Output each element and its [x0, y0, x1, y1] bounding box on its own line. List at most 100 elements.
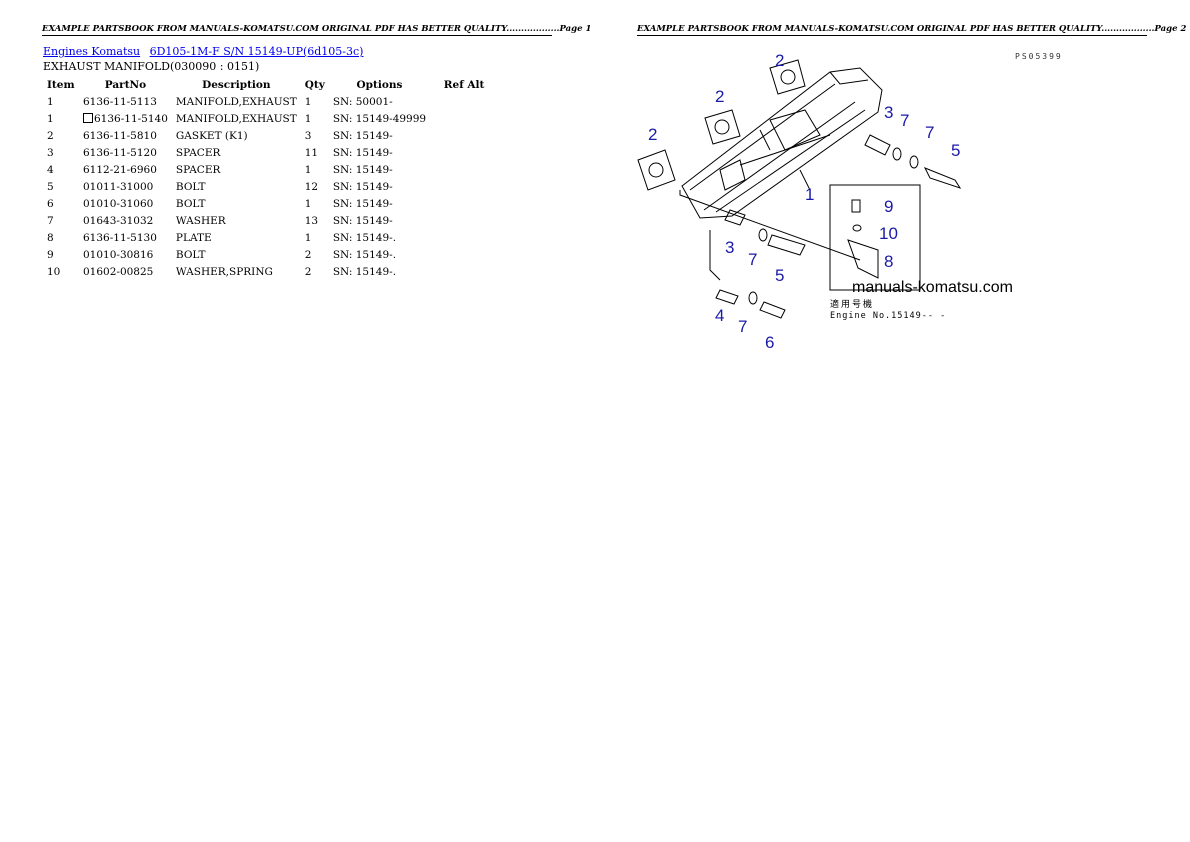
- cell-qty: 1: [301, 229, 329, 246]
- cell-partno-text: 6136-11-5120: [83, 146, 157, 159]
- cell-description: SPACER: [172, 144, 301, 161]
- cell-options: SN: 15149-49999: [329, 110, 430, 127]
- col-qty: Qty: [304, 78, 325, 91]
- cell-item-text: 8: [47, 231, 54, 244]
- label-4: 4: [715, 306, 724, 325]
- cell-partno: 6136-11-5140: [79, 110, 172, 127]
- cell-options-text: SN: 15149-.: [332, 265, 397, 278]
- cell-item-text: 7: [47, 214, 54, 227]
- cell-ref-alt: [430, 127, 498, 144]
- cell-options: SN: 15149-.: [329, 263, 430, 280]
- cell-options: SN: 15149-.: [329, 246, 430, 263]
- checkbox-icon: [83, 112, 93, 123]
- cell-description-text: SPACER: [175, 163, 221, 176]
- cell-qty: 12: [301, 178, 329, 195]
- page-header-2: EXAMPLE PARTSBOOK FROM MANUALS-KOMATSU.C…: [637, 24, 1187, 36]
- cell-qty-text: 1: [304, 112, 312, 125]
- cell-ref-alt: [430, 246, 498, 263]
- cell-partno-text: 6136-11-5130: [83, 231, 157, 244]
- cell-qty: 11: [301, 144, 329, 161]
- cell-item-text: 3: [47, 146, 54, 159]
- cell-item: 1: [43, 110, 79, 127]
- cell-item: 6: [43, 195, 79, 212]
- cell-description-text: GASKET (K1): [175, 129, 248, 142]
- cell-partno-text: 01010-30816: [83, 248, 154, 261]
- cell-item: 3: [43, 144, 79, 161]
- cell-item-text: 1: [47, 112, 54, 125]
- cell-options-text: SN: 15149-: [332, 146, 393, 159]
- cell-ref-alt: [430, 178, 498, 195]
- cell-options: SN: 15149-.: [329, 229, 430, 246]
- label-1: 1: [805, 185, 814, 204]
- cell-options: SN: 15149-: [329, 127, 430, 144]
- cell-qty-text: 2: [304, 248, 312, 261]
- label-2b: 2: [715, 87, 724, 106]
- breadcrumb-link-model[interactable]: 6D105-1M-F S/N 15149-UP(6d105-3c): [149, 45, 364, 58]
- cell-options-text: SN: 15149-: [332, 197, 393, 210]
- col-item: Item: [47, 78, 75, 91]
- cell-partno: 01011-31000: [79, 178, 172, 195]
- label-2a: 2: [648, 125, 657, 144]
- label-7a: 7: [900, 111, 909, 130]
- cell-partno: 01010-31060: [79, 195, 172, 212]
- cell-partno: 01643-31032: [79, 212, 172, 229]
- cell-qty: 1: [301, 93, 329, 110]
- cell-ref-alt: [430, 263, 498, 280]
- cell-options-text: SN: 15149-.: [332, 248, 397, 261]
- cell-qty: 1: [301, 195, 329, 212]
- section-title: EXHAUST MANIFOLD(030090 : 0151): [43, 60, 260, 73]
- cell-description: PLATE: [172, 229, 301, 246]
- cell-qty-text: 13: [304, 214, 319, 227]
- cell-partno-text: 01011-31000: [83, 180, 154, 193]
- cell-options-text: SN: 15149-: [332, 214, 393, 227]
- cell-options-text: SN: 15149-: [332, 129, 393, 142]
- cell-item: 1: [43, 93, 79, 110]
- col-options: Options: [356, 78, 403, 91]
- breadcrumb-link-engines[interactable]: Engines Komatsu: [43, 45, 141, 58]
- cell-qty-text: 3: [304, 129, 312, 142]
- cell-ref-alt: [430, 110, 498, 127]
- cell-description: MANIFOLD,EXHAUST: [172, 110, 301, 127]
- diagram-code: PS05399: [1015, 52, 1063, 61]
- cell-item-text: 10: [47, 265, 61, 278]
- cell-ref-alt: [430, 161, 498, 178]
- cell-item-text: 5: [47, 180, 54, 193]
- label-7c: 7: [748, 250, 757, 269]
- cell-item: 5: [43, 178, 79, 195]
- cell-options: SN: 15149-: [329, 195, 430, 212]
- cell-partno-text: 6112-21-6960: [83, 163, 157, 176]
- cell-ref-alt: [430, 144, 498, 161]
- cell-description: SPACER: [172, 161, 301, 178]
- cell-partno-text: 01010-31060: [83, 197, 154, 210]
- table-row: 6 01010-31060 BOLT 1 SN: 15149-: [43, 195, 498, 212]
- cell-description: GASKET (K1): [172, 127, 301, 144]
- cell-qty-text: 2: [304, 265, 312, 278]
- cell-options: SN: 50001-: [329, 93, 430, 110]
- cell-item: 2: [43, 127, 79, 144]
- cell-description-text: BOLT: [175, 197, 206, 210]
- label-6: 6: [765, 333, 774, 352]
- breadcrumb: Engines Komatsu 6D105-1M-F S/N 15149-UP(…: [43, 45, 369, 58]
- cell-description: BOLT: [172, 246, 301, 263]
- cell-options-text: SN: 15149-: [332, 163, 393, 176]
- label-5a: 5: [951, 141, 960, 160]
- cell-item: 9: [43, 246, 79, 263]
- cell-partno-text: 01643-31032: [83, 214, 154, 227]
- cell-item: 10: [43, 263, 79, 280]
- cell-qty: 13: [301, 212, 329, 229]
- col-ref-alt: Ref Alt: [443, 78, 485, 91]
- cell-description: BOLT: [172, 178, 301, 195]
- parts-table-header: Item PartNo Description Qty Options Ref …: [43, 76, 498, 93]
- cell-options-text: SN: 15149-: [332, 180, 393, 193]
- label-8: 8: [884, 252, 893, 271]
- cell-item: 8: [43, 229, 79, 246]
- cell-partno-text: 6136-11-5140: [94, 112, 168, 125]
- cell-options: SN: 15149-: [329, 144, 430, 161]
- cell-qty-text: 1: [304, 197, 312, 210]
- watermark: manuals-komatsu.com: [852, 279, 1013, 296]
